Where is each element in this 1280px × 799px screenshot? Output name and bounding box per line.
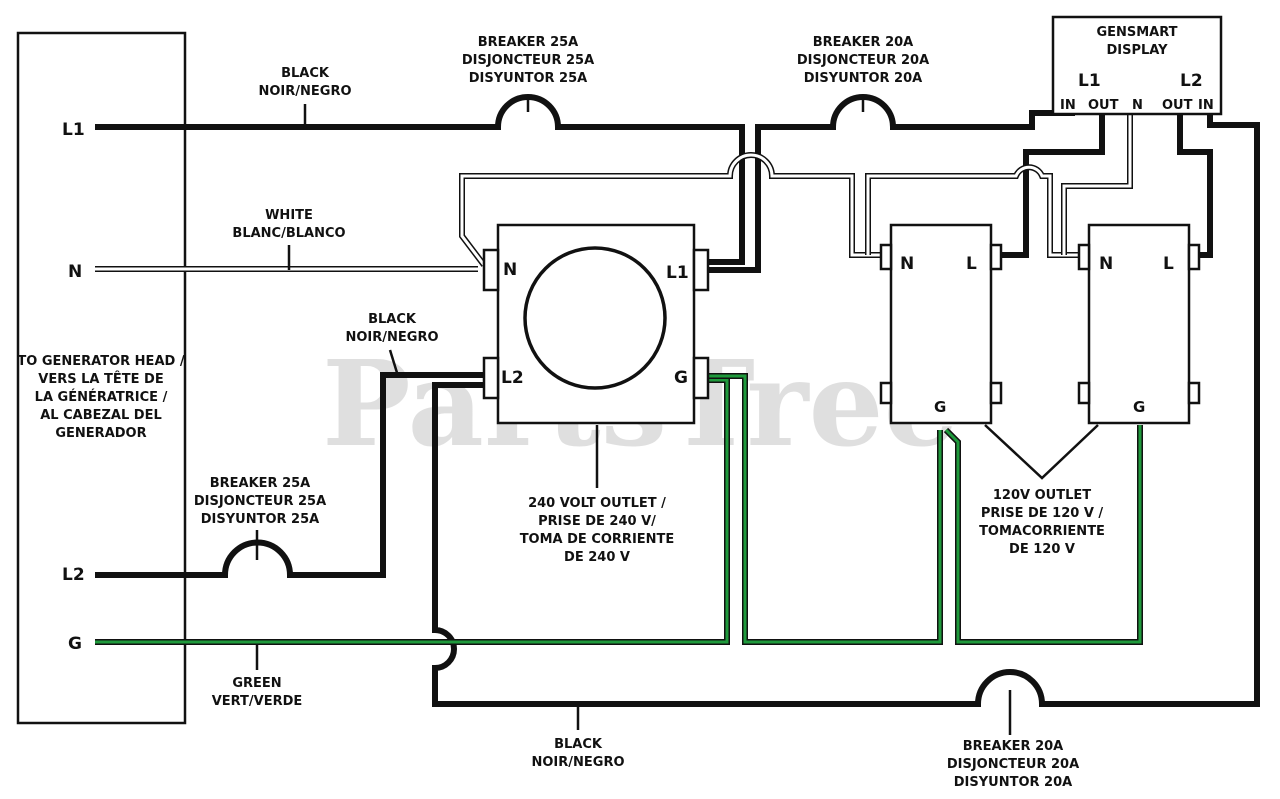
svg-text:BREAKER 25A: BREAKER 25A [210,476,311,491]
svg-text:BREAKER 20A: BREAKER 20A [963,739,1064,754]
svg-text:NOIR/NEGRO: NOIR/NEGRO [531,755,624,770]
terminal-n: N [68,262,82,282]
label-breaker-l2-25a: BREAKER 25A DISJONCTEUR 25A DISYUNTOR 25… [194,476,326,527]
svg-text:DISYUNTOR 25A: DISYUNTOR 25A [201,512,319,527]
svg-text:GENERADOR: GENERADOR [55,426,146,441]
gensmart-display [1051,15,1223,116]
svg-text:GREEN: GREEN [232,676,281,691]
svg-text:DISJONCTEUR 25A: DISJONCTEUR 25A [194,494,326,509]
gensmart-title: GENSMART [1096,25,1177,40]
label-240v-outlet: 240 VOLT OUTLET / PRISE DE 240 V/ TOMA D… [520,496,675,565]
terminal-l1: L1 [62,120,85,140]
label-black-bottom: BLACK NOIR/NEGRO [531,737,624,770]
wire-l1-black [95,94,745,265]
svg-text:AL CABEZAL DEL: AL CABEZAL DEL [40,408,162,423]
label-120v-outlet: 120V OUTLET PRISE DE 120 V / TOMACORRIEN… [979,488,1105,557]
outlet-120-2-terminal-n: N [1099,254,1113,274]
svg-text:BREAKER 20A: BREAKER 20A [813,35,914,50]
gensmart-l1: L1 [1078,71,1101,91]
outlet-120-1-terminal-n: N [900,254,914,274]
svg-text:TOMA DE CORRIENTE: TOMA DE CORRIENTE [520,532,675,547]
wire-ground-green [95,378,729,644]
label-white: WHITE BLANC/BLANCO [232,208,345,241]
svg-text:BREAKER 25A: BREAKER 25A [478,35,579,50]
label-breaker-l1-25a: BREAKER 25A DISJONCTEUR 25A DISYUNTOR 25… [462,35,594,86]
svg-text:DISJONCTEUR 20A: DISJONCTEUR 20A [797,53,929,68]
svg-text:DISPLAY: DISPLAY [1106,43,1168,58]
outlet-120-1-terminal-l: L [966,254,977,274]
svg-text:VERT/VERDE: VERT/VERDE [212,694,303,709]
gensmart-n: N [1132,98,1143,113]
svg-text:WHITE: WHITE [265,208,313,223]
svg-text:TO GENERATOR HEAD /: TO GENERATOR HEAD / [17,354,184,369]
svg-text:NOIR/NEGRO: NOIR/NEGRO [258,84,351,99]
terminal-g: G [68,634,82,654]
svg-text:DE 120 V: DE 120 V [1009,542,1075,557]
label-breaker-top-20a: BREAKER 20A DISJONCTEUR 20A DISYUNTOR 20… [797,35,929,86]
svg-text:DISJONCTEUR 25A: DISJONCTEUR 25A [462,53,594,68]
svg-text:TOMACORRIENTE: TOMACORRIENTE [979,524,1105,539]
outlet-120-2-terminal-g: G [1133,398,1145,416]
label-black-mid: BLACK NOIR/NEGRO [345,312,438,345]
wire-l1-branch [708,94,1075,273]
svg-text:NOIR/NEGRO: NOIR/NEGRO [345,330,438,345]
svg-text:240 VOLT OUTLET /: 240 VOLT OUTLET / [528,496,666,511]
outlet-240-terminal-g: G [674,368,688,388]
svg-text:BLACK: BLACK [281,66,330,81]
terminal-l2: L2 [62,565,85,585]
label-green: GREEN VERT/VERDE [212,676,303,709]
label-breaker-bottom-20a: BREAKER 20A DISJONCTEUR 20A DISYUNTOR 20… [947,739,1079,790]
outlet-120v-2 [1077,223,1201,425]
gensmart-out-2: OUT [1162,98,1193,113]
svg-text:DE 240 V: DE 240 V [564,550,630,565]
wire-l1-out [995,99,1105,258]
wire-l2-black [95,372,485,578]
gensmart-l2: L2 [1180,71,1203,91]
gensmart-in-1: IN [1060,98,1076,113]
outlet-120-2-terminal-l: L [1163,254,1174,274]
outlet-240-terminal-l2: L2 [501,368,524,388]
svg-text:DISYUNTOR 20A: DISYUNTOR 20A [954,775,1072,790]
label-black-top: BLACK NOIR/NEGRO [258,66,351,99]
gensmart-out-1: OUT [1088,98,1119,113]
outlet-240-terminal-l1: L1 [666,263,689,283]
gensmart-in-2: IN [1198,98,1214,113]
svg-text:PRISE DE 120 V /: PRISE DE 120 V / [981,506,1104,521]
svg-text:LA GÉNÉRATRICE /: LA GÉNÉRATRICE / [35,389,168,405]
svg-text:BLACK: BLACK [368,312,417,327]
svg-text:PRISE DE 240 V/: PRISE DE 240 V/ [538,514,656,529]
svg-text:DISYUNTOR 20A: DISYUNTOR 20A [804,71,922,86]
svg-text:BLANC/BLANCO: BLANC/BLANCO [232,226,345,241]
generator-head-box [16,31,187,725]
svg-text:DISYUNTOR 25A: DISYUNTOR 25A [469,71,587,86]
svg-text:DISJONCTEUR 20A: DISJONCTEUR 20A [947,757,1079,772]
outlet-240-terminal-n: N [503,260,517,280]
generator-head-label: TO GENERATOR HEAD / VERS LA TÊTE DE LA G… [17,354,184,441]
wire-l2-out [1177,99,1213,258]
svg-text:BLACK: BLACK [554,737,603,752]
outlet-120v-1 [879,223,1003,425]
svg-text:VERS LA TÊTE DE: VERS LA TÊTE DE [38,371,163,387]
svg-text:120V OUTLET: 120V OUTLET [993,488,1091,503]
outlet-240v [482,223,710,425]
outlet-120-1-terminal-g: G [934,398,946,416]
